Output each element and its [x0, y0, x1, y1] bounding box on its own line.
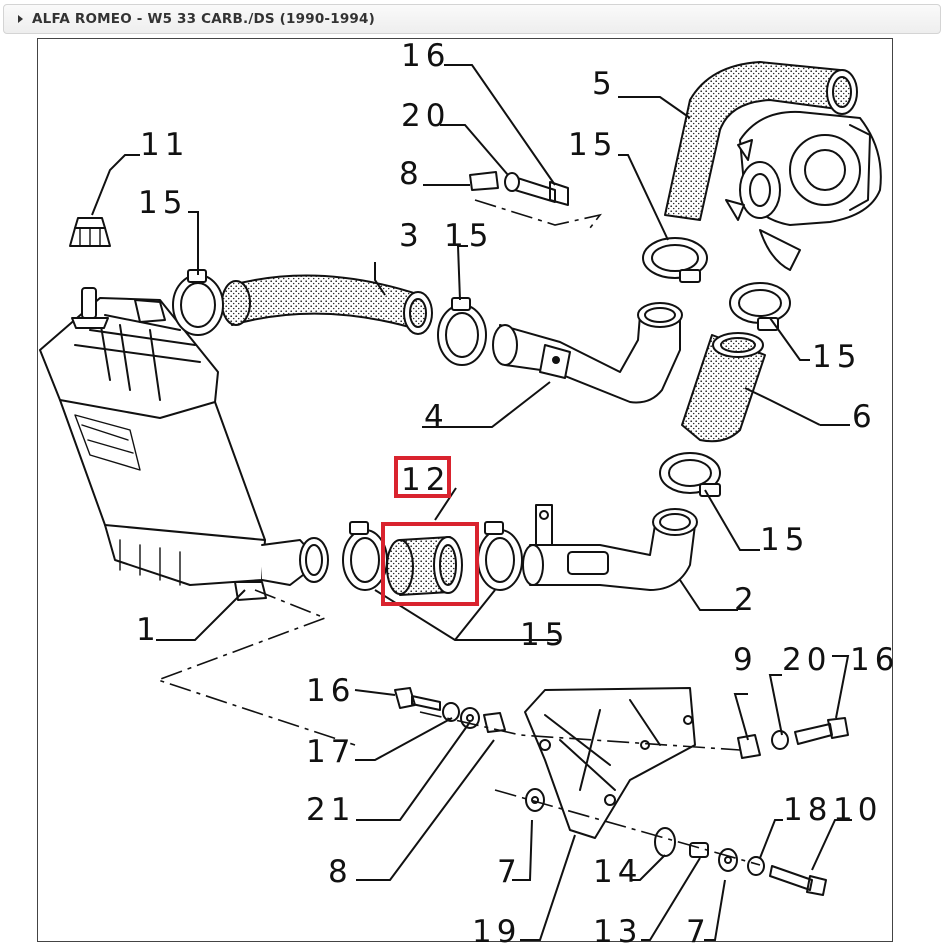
diagram-frame [37, 38, 893, 942]
caret-right-icon[interactable] [18, 15, 23, 23]
breadcrumb[interactable]: ALFA ROMEO - W5 33 CARB./DS (1990-1994) [3, 4, 941, 34]
breadcrumb-title[interactable]: ALFA ROMEO - W5 33 CARB./DS (1990-1994) [32, 11, 375, 27]
